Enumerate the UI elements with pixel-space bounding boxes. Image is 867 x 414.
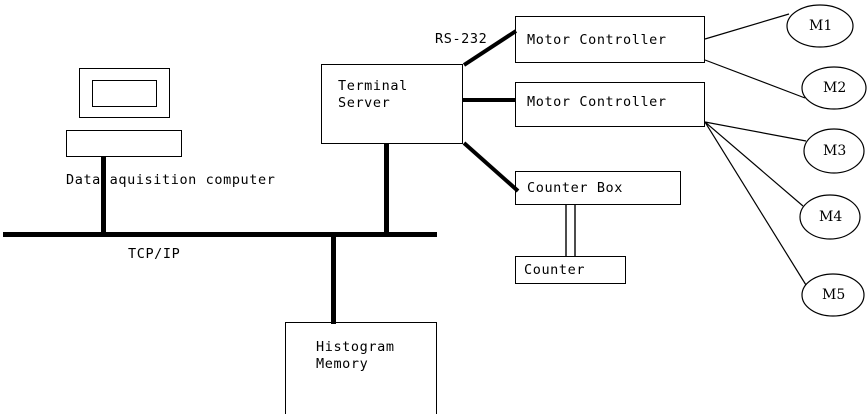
node-counter-box[interactable] xyxy=(515,171,681,205)
node-terminal-server-label-line1: Terminal xyxy=(338,78,408,94)
node-counter-label: Counter xyxy=(524,262,586,278)
connector-mc1-to-m2 xyxy=(704,59,806,99)
motor-label-m4: M4 xyxy=(819,209,843,225)
computer-bus-drop xyxy=(101,157,106,235)
node-terminal-server-label-line2: Server xyxy=(338,95,391,111)
label-data-acquisition-computer: Data aquisition computer xyxy=(66,172,276,188)
node-terminal-server[interactable] xyxy=(321,64,463,144)
node-motor-controller-2-label: Motor Controller xyxy=(527,94,667,110)
monitor-screen-icon xyxy=(92,80,157,107)
motor-label-m5: M5 xyxy=(822,287,846,303)
connector-mc1-to-m1 xyxy=(704,13,790,40)
node-motor-controller-1-label: Motor Controller xyxy=(527,32,667,48)
motor-ellipse-m5 xyxy=(801,273,865,317)
motor-ellipse-m3 xyxy=(803,128,865,174)
label-tcpip: TCP/IP xyxy=(128,246,181,262)
connector-terminalserver-to-counterbox xyxy=(462,141,520,193)
motor-label-m1: M1 xyxy=(809,18,833,34)
connector-mc2-to-m5 xyxy=(704,121,807,286)
connector-mc2-to-m3 xyxy=(704,121,807,142)
node-motor-controller-2[interactable] xyxy=(515,82,705,127)
computer-chassis-icon xyxy=(66,130,182,157)
motor-ellipse-m2 xyxy=(801,66,867,110)
node-motor-controller-1[interactable] xyxy=(515,16,705,63)
motor-label-m2: M2 xyxy=(823,80,847,96)
tcpip-bus-line xyxy=(3,232,437,237)
histogram-memory-bus-drop xyxy=(331,234,336,324)
node-counter[interactable] xyxy=(515,256,626,284)
motor-ellipse-m4 xyxy=(799,194,861,240)
connector-terminalserver-to-mc1 xyxy=(462,29,518,67)
node-histogram-memory-label-line1: Histogram xyxy=(316,339,395,355)
connector-terminalserver-to-mc2 xyxy=(463,98,516,102)
terminal-server-bus-drop xyxy=(384,144,389,236)
node-histogram-memory[interactable] xyxy=(285,322,437,414)
node-counter-box-label: Counter Box xyxy=(527,180,624,196)
node-histogram-memory-label-line2: Memory xyxy=(316,356,369,372)
connector-mc2-to-m4 xyxy=(704,121,804,207)
motor-ellipse-m1 xyxy=(786,4,854,48)
label-rs232: RS-232 xyxy=(435,31,488,47)
motor-label-m3: M3 xyxy=(823,143,847,159)
monitor-icon xyxy=(79,68,170,118)
